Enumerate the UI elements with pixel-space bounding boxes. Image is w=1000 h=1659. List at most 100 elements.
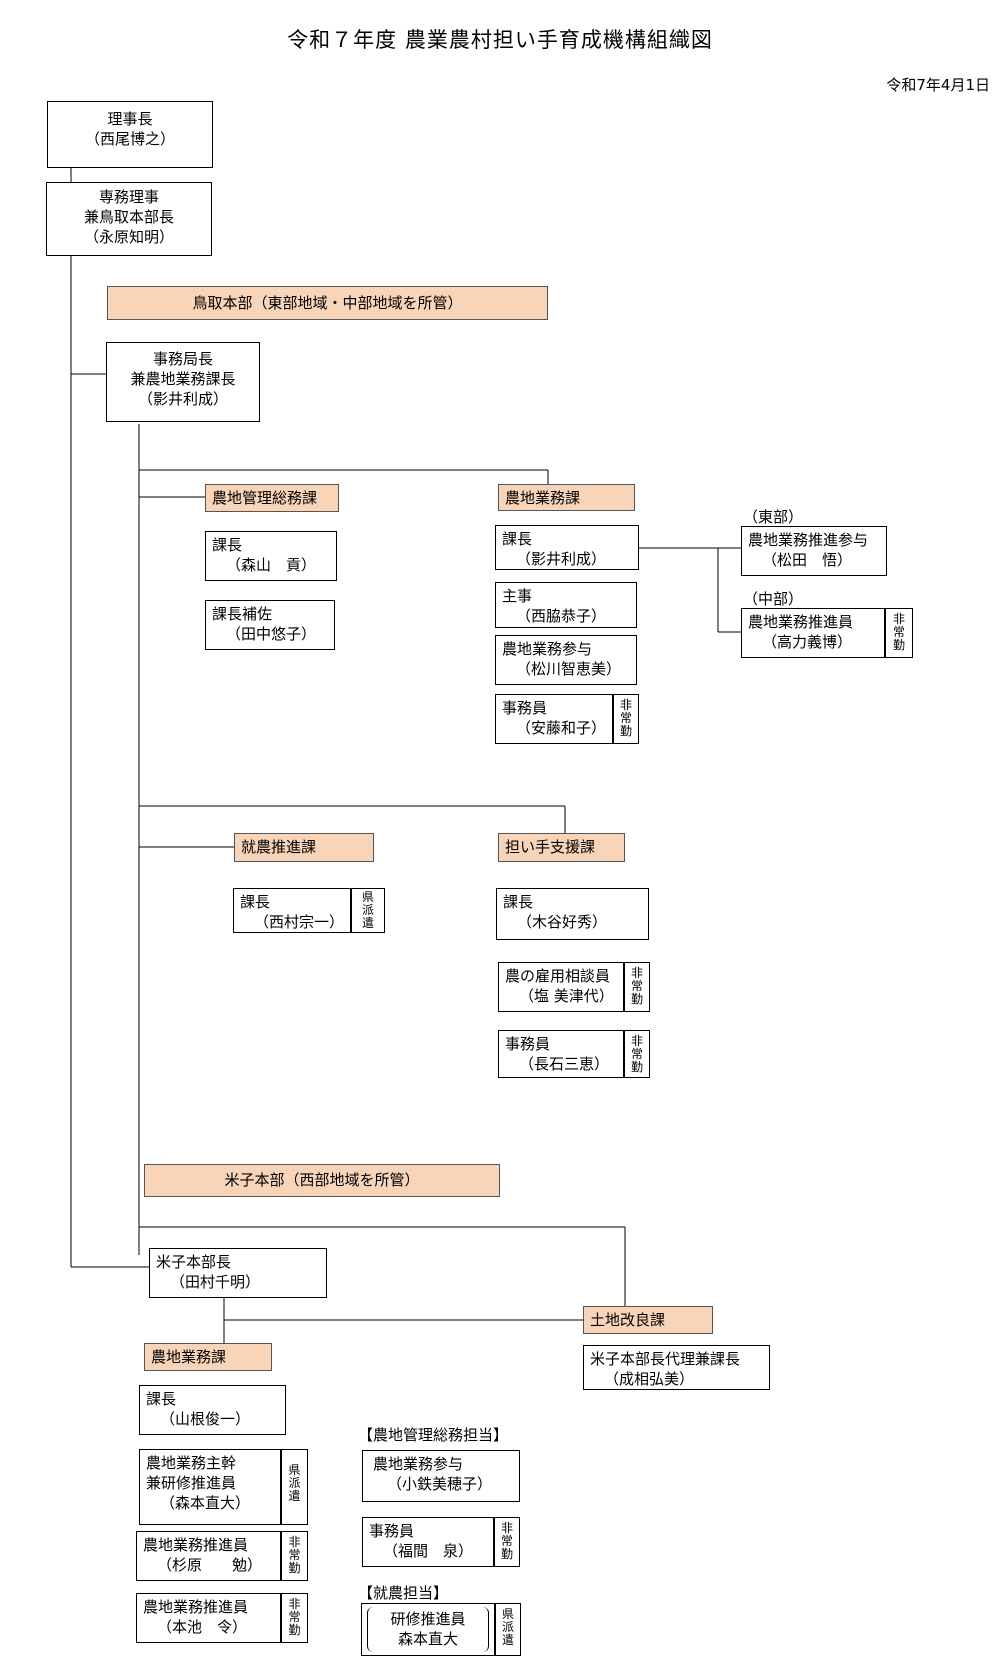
badge-char: 常 <box>500 1534 513 1548</box>
badge-char: 非 <box>619 698 632 712</box>
support-staff2-name: （長石三恵） <box>519 1055 610 1073</box>
east-name: （松田 悟） <box>762 551 853 569</box>
badge-char: 常 <box>630 979 643 993</box>
admin-deputy-box: 課長補佐 （田中悠子） <box>205 600 335 650</box>
part-time-badge: 非 常 勤 <box>624 962 650 1012</box>
group-employ-staff1-role: 研修推進員 <box>390 1610 466 1628</box>
dept-farmland-label: 農地業務課 <box>498 484 635 511</box>
yfarm-staff2-box: 農地業務推進員 （杉原 勉） <box>136 1531 281 1581</box>
support-staff1-role: 農の雇用相談員 <box>505 967 611 985</box>
badge-char: 常 <box>619 711 632 725</box>
employ-chief-box: 課長 （西村宗一） <box>233 888 351 933</box>
chairman-name: （西尾博之） <box>84 130 175 148</box>
yfarm-chief-box: 課長 （山根俊一） <box>139 1385 286 1435</box>
central-name: （高力義博） <box>762 633 853 651</box>
central-box: 農地業務推進員 （高力義博） <box>741 608 885 658</box>
director-name: （永原知明） <box>83 228 174 246</box>
yfarm-staff1-role-2: 兼研修推進員 <box>146 1474 237 1492</box>
dept-admin-label: 農地管理総務課 <box>205 484 339 512</box>
land-chief-role: 米子本部長代理兼課長 <box>590 1350 741 1368</box>
admin-chief-box: 課長 （森山 貢） <box>205 531 337 581</box>
part-time-badge: 非 常 勤 <box>494 1517 520 1567</box>
date-label: 令和7年4月1日 <box>886 76 990 94</box>
badge-char: 遣 <box>361 916 374 930</box>
badge-char: 常 <box>288 1610 301 1624</box>
part-time-badge: 非 常 勤 <box>281 1593 308 1643</box>
part-time-badge: 非 常 勤 <box>613 694 639 744</box>
badge-char: 派 <box>501 1620 514 1634</box>
badge-char: 遣 <box>288 1489 301 1503</box>
secretary-role-2: 兼農地業務課長 <box>130 370 236 388</box>
badge-char: 勤 <box>630 992 643 1006</box>
group-admin-staff2-name: （福間 泉） <box>383 1542 474 1560</box>
part-time-badge: 非 常 勤 <box>885 608 913 658</box>
badge-char: 非 <box>630 1034 643 1048</box>
yfarm-staff3-box: 農地業務推進員 （本池 令） <box>136 1593 281 1643</box>
farmland-staff2-role: 農地業務参与 <box>502 640 593 658</box>
part-time-badge: 非 常 勤 <box>281 1531 308 1581</box>
group-employ-label: 【就農担当】 <box>358 1584 449 1602</box>
farmland-staff3-box: 事務員 （安藤和子） <box>495 694 613 744</box>
badge-char: 非 <box>630 966 643 980</box>
group-admin-staff1-name: （小鉄美穂子） <box>387 1475 493 1493</box>
yfarm-staff2-role: 農地業務推進員 <box>143 1536 249 1554</box>
page-title: 令和７年度 農業農村担い手育成機構組織図 <box>287 28 713 52</box>
dept-employ-label: 就農推進課 <box>234 833 374 862</box>
east-box: 農地業務推進参与 （松田 悟） <box>741 526 887 576</box>
central-role: 農地業務推進員 <box>748 613 854 631</box>
chairman-role: 理事長 <box>107 110 153 128</box>
east-label: （東部） <box>743 508 804 526</box>
badge-char: 勤 <box>630 1060 643 1074</box>
yfarm-staff3-name: （本池 令） <box>157 1618 248 1636</box>
employ-chief-role: 課長 <box>240 893 271 911</box>
dept-yfarm-label: 農地業務課 <box>144 1343 272 1371</box>
badge-char: 非 <box>500 1521 513 1535</box>
support-chief-role: 課長 <box>503 893 534 911</box>
badge-char: 勤 <box>288 1623 301 1637</box>
support-chief-name: （木谷好秀） <box>517 913 608 931</box>
badge-char: 常 <box>892 625 905 639</box>
farmland-staff1-box: 主事 （西脇恭子） <box>495 582 637 628</box>
support-staff2-role: 事務員 <box>505 1035 551 1053</box>
badge-char: 常 <box>288 1548 301 1562</box>
secretary-role: 事務局長 <box>152 350 213 368</box>
chairman-box: 理事長 （西尾博之） <box>47 101 213 168</box>
employ-chief-name: （西村宗一） <box>254 913 345 931</box>
yfarm-staff3-role: 農地業務推進員 <box>143 1598 249 1616</box>
yfarm-staff1-name: （森本直大） <box>160 1494 251 1512</box>
badge-char: 遣 <box>501 1633 514 1647</box>
group-admin-label: 【農地管理総務担当】 <box>358 1426 509 1444</box>
group-admin-staff1-role: 農地業務参与 <box>373 1455 464 1473</box>
farmland-staff2-box: 農地業務参与 （松川智恵美） <box>495 635 637 685</box>
support-chief-box: 課長 （木谷好秀） <box>496 888 649 940</box>
farmland-staff1-role: 主事 <box>502 587 533 605</box>
part-time-badge: 非 常 勤 <box>624 1030 650 1078</box>
badge-char: 県 <box>361 890 374 904</box>
land-chief-name: （成相弘美） <box>604 1370 695 1388</box>
prefecture-dispatch-badge: 県 派 遣 <box>495 1603 521 1656</box>
director-role: 専務理事 <box>98 188 159 206</box>
yfarm-chief-role: 課長 <box>146 1390 177 1408</box>
tottori-hq-banner: 鳥取本部（東部地域・中部地域を所管） <box>107 286 548 320</box>
farmland-staff1-name: （西脇恭子） <box>516 607 607 625</box>
group-employ-staff1-box: 研修推進員 森本直大 <box>361 1603 495 1656</box>
yfarm-staff1-box: 農地業務主幹 兼研修推進員 （森本直大） <box>139 1449 281 1525</box>
badge-char: 派 <box>361 903 374 917</box>
farmland-staff2-name: （松川智恵美） <box>516 660 622 678</box>
badge-char: 常 <box>630 1047 643 1061</box>
support-staff2-box: 事務員 （長石三恵） <box>498 1030 624 1078</box>
prefecture-dispatch-badge: 県 派 遣 <box>281 1449 308 1525</box>
group-admin-staff1-box: 農地業務参与 （小鉄美穂子） <box>362 1450 520 1502</box>
badge-char: 勤 <box>619 724 632 738</box>
yonago-head-name: （田村千明） <box>170 1273 261 1291</box>
group-admin-staff2-box: 事務員 （福間 泉） <box>362 1517 494 1567</box>
east-role: 農地業務推進参与 <box>748 531 869 549</box>
yfarm-staff2-name: （杉原 勉） <box>157 1556 263 1574</box>
badge-char: 県 <box>501 1607 514 1621</box>
farmland-staff3-name: （安藤和子） <box>516 719 607 737</box>
admin-chief-role: 課長 <box>212 536 243 554</box>
group-employ-bracket: 研修推進員 森本直大 <box>367 1607 489 1652</box>
badge-char: 非 <box>892 612 905 626</box>
farmland-chief-box: 課長 （影井利成） <box>495 525 639 570</box>
